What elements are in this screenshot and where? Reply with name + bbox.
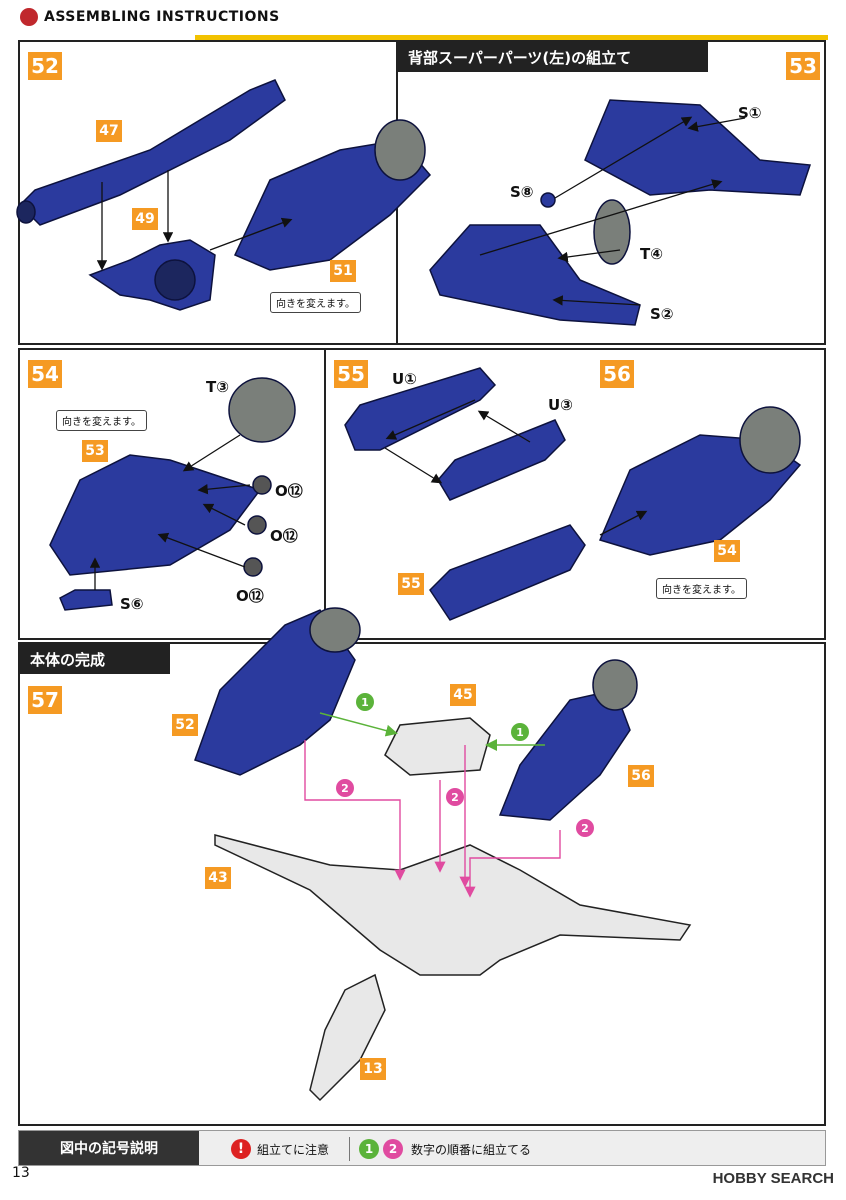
step55-part-u3 [437,419,566,501]
step54-assembly [49,454,262,576]
caution-text: 組立てに注意 [257,1143,330,1157]
step54-label-t3: T③ [206,378,229,396]
part-47-barrel [18,79,286,226]
order-icon-2: 2 [383,1139,403,1159]
part-43-label: 43 [205,867,231,889]
caution-icon: ! [231,1139,251,1159]
step55-label-u1: U① [392,370,417,388]
legend-bar: 図中の記号説明 ! 組立てに注意 1 2 数字の順番に組立てる [18,1130,826,1166]
part-55-label: 55 [398,573,424,595]
step-57-title: 本体の完成 [20,644,170,674]
step-53-title: 背部スーパーパーツ(左)の組立て [398,42,708,72]
part-51-label: 51 [330,260,356,282]
step-56-note: 向きを変えます。 [656,578,747,599]
header-rule [195,35,828,40]
step-52-number: 52 [28,52,62,80]
step53-label-s2: S② [650,305,674,323]
step53-main-part [584,99,812,196]
step-56-number: 56 [600,360,634,388]
order-icon-1: 1 [359,1139,379,1159]
part-54-label: 54 [714,540,740,562]
step-55-number: 55 [334,360,368,388]
brand-logo-icon [20,8,38,26]
step56-part-55 [429,524,586,621]
legend-title: 図中の記号説明 [19,1131,199,1165]
part-51-fuselage [233,139,432,271]
watermark: HOBBY SEARCH [712,1170,834,1187]
step54-label-o12a: O⑫ [275,482,303,500]
step-54-number: 54 [28,360,62,388]
step57-part-52 [194,609,356,776]
step57-part-45 [384,717,491,776]
order-text: 数字の順番に組立てる [411,1143,532,1157]
order-circle-1b: 1 [516,726,524,739]
step-57-number: 57 [28,686,62,714]
step55-label-u3: U③ [548,396,573,414]
step54-label-o12c: O⑫ [236,587,264,605]
order-circle-2b: 2 [451,791,459,804]
page-number: 13 [12,1165,30,1181]
step-54-note: 向きを変えます。 [56,410,147,431]
step53-label-s8: S⑧ [510,183,534,201]
part-53-label: 53 [82,440,108,462]
step53-label-s1: S① [738,104,762,122]
order-circles: 1 1 2 2 2 [336,693,594,837]
step-52-note: 向きを変えます。 [270,292,361,313]
step57-main-body [214,834,692,976]
order-circle-2a: 2 [341,782,349,795]
part-13-label: 13 [360,1058,386,1080]
step55-part-u1 [344,367,497,451]
step57-part-56 [498,689,631,821]
header-title: ASSEMBLING INSTRUCTIONS [44,9,280,25]
part-49-housing [88,239,216,311]
part-45-label: 45 [450,684,476,706]
step54-label-s6: S⑥ [120,595,144,613]
order-circle-1a: 1 [361,696,369,709]
step54-label-o12b: O⑫ [270,527,298,545]
step53-label-t4: T④ [640,245,663,263]
order-circle-2c: 2 [581,822,589,835]
part-52-label: 52 [172,714,198,736]
step57-nose [309,973,386,1102]
page-header: ASSEMBLING INSTRUCTIONS [20,8,280,26]
part-47-label: 47 [96,120,122,142]
step-53-number: 53 [786,52,820,80]
part-56-label: 56 [628,765,654,787]
part-49-label: 49 [132,208,158,230]
